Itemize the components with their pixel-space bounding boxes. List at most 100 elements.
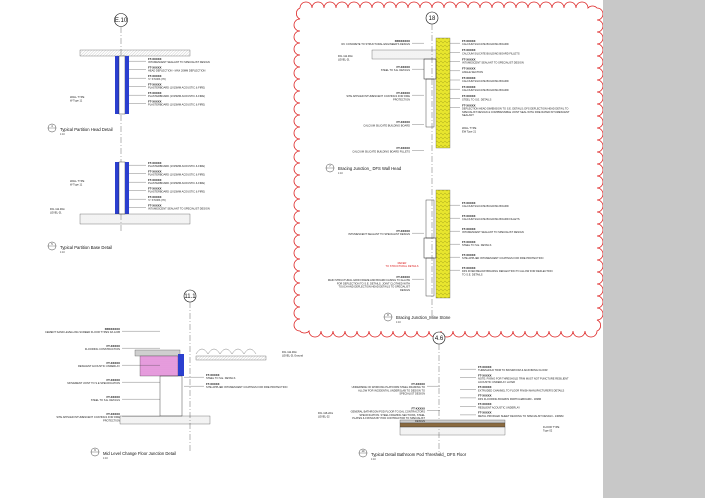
d7-rnote-text-7: DEFLECTION HEAD DIMENSION TO S.E. DETAIL… [462, 107, 568, 111]
d8-title: Bracing Junction_Mine Stone [396, 315, 451, 320]
d8-rnote-text-3: STEEL TO S.E. DETAILS [462, 243, 492, 247]
d5-note-code-1: FT-XXXXX [148, 170, 162, 174]
drawing-sheet [0, 0, 603, 498]
d5-note-text-0: PLASTERBOARD (1X15MM ACOUSTIC & FIRE) [148, 164, 205, 168]
d10-rnote-text-2: EXTRUDED CHANNEL TO FLOOR FINISH MANUFAC… [478, 388, 565, 392]
d9-lnote-text-3: MOVEMENT JOINT TO S.E SPECIFICATION [67, 381, 120, 385]
d7-scale: 1:10 [338, 172, 343, 175]
d7-rnote-text-3: ANGLE SECTION [462, 70, 483, 74]
d4-note-text-1: HEAD DEFLECTION - MAX 20MM DEFLECTION [148, 69, 205, 73]
flooring-board [399, 422, 506, 428]
column-casing [178, 354, 184, 376]
d10-lnote-code-0: FT-XXXXX [411, 382, 425, 386]
d10-rnote-text-3: DFS FLOORING BOARDS PARTICLEBOARD - 18MM [478, 397, 541, 401]
d7-lnote-text-2: SITE APPLIED INTUMESCENT COATINGS FOR FI… [346, 94, 410, 98]
revision-cloud [293, 1, 603, 338]
d7-lnote-text-3: CALCIUM SILICATE BUILDING BOARD [363, 123, 410, 127]
d9-scale: 1:10 [103, 457, 108, 460]
d8-rnote-text-0: CALCIUM SILICATE BUILDING BOARD [462, 204, 509, 208]
dfs-frame [425, 78, 435, 128]
d9-number: 9 [94, 448, 96, 452]
d9-title: Mid Level Change Floor Junction Detail [103, 451, 176, 456]
d5-note-text-5: INTUMESCENT SEALANT TO SPECIALIST DESIGN [148, 207, 210, 211]
d9-lnote-code-4: FT-XXXXX [106, 395, 120, 399]
d9-rnote-text-1: SITE APPLIED INTUMESCENT COATINGS FOR FI… [206, 385, 287, 389]
d9-level: FFL 111.30m [282, 350, 297, 354]
d10-lnote-code-1: FT-XXXXX [411, 406, 425, 410]
d4-note-text-3: PLASTERBOARD (1X15MM ACOUSTIC & FIRE) [148, 86, 205, 90]
d8-rnote-text-1: CALCIUM SILICATE BUILDING BOARD FILLETS [462, 217, 520, 221]
d9-lnote-code-0: DRXXXXXX [105, 327, 120, 331]
d8-rnote-code-3: FT-XXXXX [462, 240, 476, 244]
d8-lnote-text-1: TOUCH AND DEFLECTION HEAD DETAILS TO SPE… [338, 285, 410, 289]
d9-level-sub: LEVEL 01 Ground [282, 354, 304, 358]
screed-layer [134, 349, 181, 357]
grid-label-4-6: 4.6 [435, 336, 444, 342]
d9-rnote-text-0: STEEL TO S.E. DETAILS [206, 376, 236, 380]
d10-level-sub: LEVEL 02 [318, 415, 330, 419]
d7-rnote-code-6: FT-XXXXX [462, 94, 476, 98]
d10-title: Typical Detail Bathroom Pod Threshold_ D… [371, 452, 467, 457]
d7-rnote-code-0: FT-XXXXX [462, 39, 476, 43]
d10-rnote-code-3: FT-XXXXX [478, 394, 492, 398]
d9-lnote-text-2: RESILIENT ACOUSTIC UNDERLAY [78, 364, 120, 368]
profiled-deck [399, 426, 506, 436]
viewer-margin [603, 0, 705, 498]
d5-level: FFL 111.30m [50, 207, 65, 211]
d8-rnote-text-5: TO S.E. DETAILS [462, 272, 483, 276]
d8-rnote-code-1: FT-XXXXX [462, 214, 476, 218]
d4-note-code-0: FT-XXXXX [148, 57, 162, 61]
d4-note-code-5: FT-XXXXX [148, 100, 162, 104]
d5-note-code-4: FT-XXXXX [148, 195, 162, 199]
d7-rnote-code-3: FT-XXXXX [462, 67, 476, 71]
d8-lnote-text-1: DESIGN [400, 288, 410, 292]
d7-rnote-code-4: FT-XXXXX [462, 76, 476, 80]
d5-note-text-3: PLASTERBOARD (1X15MM ACOUSTIC & FIRE) [148, 190, 205, 194]
d5-note-text-1: PLASTERBOARD (1X15MM ACOUSTIC & FIRE) [148, 173, 205, 177]
d7-rnote-text-0: CALCIUM SILICATE BUILDING BOARD [462, 42, 509, 46]
d5-note-text-4: 'C' STUDS (70) [148, 198, 166, 202]
d10-scale: 1:10 [371, 458, 376, 461]
d10-rnote-text-1: ACOUSTIC UNDERLAY LAYER [478, 380, 515, 384]
grid-label-e10: E.10 [115, 18, 128, 24]
d8-rnote-code-2: FT-XXXXX [462, 227, 476, 231]
d10-lnote-text-1: PLATES & FIXINGS BY POD CONTRACTOR TO SP… [352, 416, 425, 420]
dfs-frame-lower [425, 257, 435, 297]
d9-lnote-code-1: FT-XXXXX [106, 344, 120, 348]
d7-lnote-text-1: STEEL TO S.E. DETAILS [381, 68, 411, 72]
d7-lnote-code-3: FT-XXXXX [396, 120, 410, 124]
d7-rnote-text-5: CALCIUM SILICATE BUILDING BOARD [462, 88, 509, 92]
d4-note-text-4: PLASTERBOARD (1X15MM ACOUSTIC & FIRE) [148, 94, 205, 98]
d10-floor-type: FLOOR TYPE [543, 425, 560, 429]
insulated-wall [435, 37, 451, 149]
d10-lnote-text-0: ALLOW FOR INCIDENTAL UNDERSLAB TO DESIGN… [358, 388, 425, 392]
d4-note-code-4: FT-XXXXX [148, 91, 162, 95]
d8-rnote-text-2: INTUMESCENT SEALANT TO SPECIALIST DESIGN [462, 230, 524, 234]
d10-rnote-code-0: FT-XXXXX [478, 365, 492, 369]
rc-slab [371, 49, 445, 60]
d8-rnote-text-4: SITE APPLIED INTUMESCENT COATINGS FOR FI… [462, 256, 543, 260]
d8-lnote-text-1: FOR DEFLECTION TO S.E. DETAILS. JOINT CL… [337, 281, 410, 285]
steel-section [159, 375, 183, 417]
d5-title: Typical Partition Base Detail [60, 245, 112, 250]
d4-wall-type: WALL TYPE [70, 95, 85, 99]
d7-level-sub: LEVEL 01 [338, 58, 350, 62]
d7-rnote-code-7: FT-XXXXX [462, 103, 476, 107]
d5-scale: 1:10 [60, 251, 65, 254]
d5-note-code-5: FT-XXXXX [148, 204, 162, 208]
d7-lnote-code-0: DRXXXXXX [395, 39, 410, 43]
slab-soffit [79, 49, 191, 57]
d8-lnote-text-1: MAIN STRUCTURAL GRID FRAME AND BOARD CAS… [328, 278, 411, 282]
d9-lnote-code-2: FT-XXXXX [106, 361, 120, 365]
